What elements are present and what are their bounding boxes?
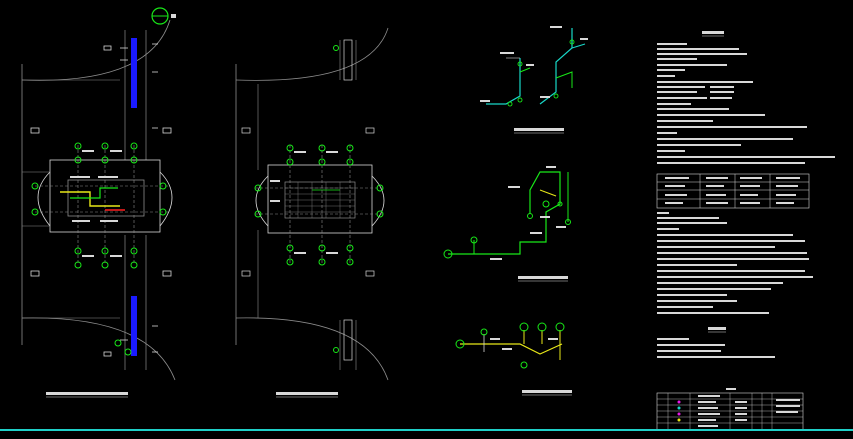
fixture-icon	[455, 322, 565, 369]
plan-view-1	[21, 7, 176, 398]
status-bar	[0, 429, 853, 437]
north-arrow-icon	[151, 7, 176, 25]
legend-table	[656, 388, 804, 432]
isometric-view-2	[443, 166, 571, 282]
design-notes	[656, 31, 835, 432]
iso-1-title-bar	[514, 128, 564, 131]
isometric-view-1	[480, 26, 588, 134]
valve-icon	[507, 39, 575, 107]
isometric-view-3	[455, 322, 572, 396]
plan-view-2	[235, 27, 389, 398]
notes-text-lines-2	[657, 212, 813, 314]
plan-2-title-bar	[276, 392, 338, 395]
valve-icon	[443, 200, 571, 259]
axis-bubble-icon	[254, 45, 384, 353]
pipe-segment	[131, 296, 137, 356]
iso-3-title-bar	[522, 390, 572, 393]
plan-1-title-bar	[46, 392, 128, 395]
pipe-segment	[131, 38, 137, 108]
axis-bubble-icon	[31, 142, 167, 356]
notes-table	[656, 173, 810, 209]
notes-heading	[702, 31, 724, 34]
notes-text-lines	[657, 43, 835, 164]
iso-2-title-bar	[518, 276, 568, 279]
notes-heading-2	[708, 327, 726, 330]
